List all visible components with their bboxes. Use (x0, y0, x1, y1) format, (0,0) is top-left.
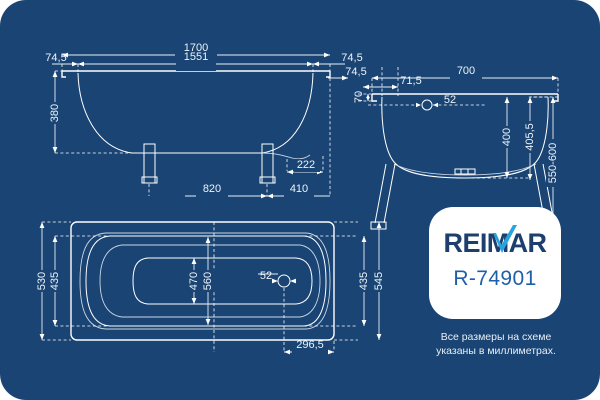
dim-inner-width-right: 435 (357, 236, 371, 326)
front-leg-left (374, 163, 396, 224)
dim-inner-width-left-label: 435 (49, 272, 61, 290)
dim-install-height-label: 550-600 (547, 143, 559, 183)
dim-inner-length-label: 1551 (184, 51, 208, 63)
brand-logo-card: REIMAR R-74901 (429, 207, 561, 319)
dim-front-rim-offset-label: 74,5 (345, 66, 366, 78)
dim-leg-span-left-label: 820 (203, 183, 221, 195)
side-leg-left (141, 143, 158, 184)
front-drain-grate-slots (460, 169, 469, 174)
dim-rim-left-offset: 74,5 (45, 52, 78, 67)
dim-bowl-depth-total-label: 405,5 (524, 123, 536, 151)
dim-outer-width-left-label: 530 (36, 272, 48, 290)
dim-bottom-width-label: 470 (188, 272, 200, 290)
side-rim-left-cap (61, 71, 66, 78)
dim-bowl-depth-total: 405,5 (523, 97, 537, 180)
dim-total-width: 700 (372, 65, 558, 85)
units-note-line1: Все размеры на схеме (440, 331, 552, 343)
units-note-line2: указаны в миллиметрах. (436, 345, 556, 357)
plan-outer-rect (70, 221, 335, 341)
dim-mid-width-label: 560 (202, 272, 214, 290)
dim-inner-width-offset: 71,5 (363, 75, 422, 90)
side-elevation-view: 1700 1551 74,5 74,5 (45, 42, 363, 203)
dim-total-length-label: 1700 (184, 42, 208, 54)
front-rim-left-cap (371, 94, 377, 102)
front-rim-right-cap (553, 94, 559, 102)
dim-rim-thickness-label: 70 (353, 91, 365, 103)
plan-bowl-floor-contour (132, 257, 313, 305)
dim-leg-span-right: 410 (267, 183, 330, 203)
dim-bowl-depth: 400 (500, 97, 514, 178)
dim-tub-depth: 380 (48, 71, 62, 153)
dim-rim-right-offset-label: 74,5 (341, 52, 362, 64)
brand-name: REIMAR (443, 228, 548, 258)
product-model-number: R-74901 (453, 267, 537, 290)
dim-leg-span-right-label: 410 (290, 183, 308, 195)
dim-bottom-width: 470 (187, 258, 201, 304)
dim-rim-thickness: 70 (353, 91, 370, 103)
dim-drain-center-offset-label: 296,5 (296, 339, 324, 351)
plan-rim-contour (79, 232, 331, 330)
side-leg-right (259, 143, 276, 184)
dim-outer-width-right: 545 (372, 222, 386, 340)
dim-drain-offset-label: 222 (297, 159, 315, 171)
front-elevation-view: 700 71,5 74,5 70 (328, 65, 560, 230)
dim-drain-diameter: 52 (258, 270, 296, 284)
dim-rim-left-offset-label: 74,5 (45, 52, 66, 64)
dim-overflow-diameter-label: 52 (444, 94, 456, 106)
dim-drain-center-offset: 296,5 (284, 339, 335, 359)
dim-outer-width-right-label: 545 (373, 272, 385, 290)
front-drain-grate (454, 168, 476, 175)
front-leg-left-foot (370, 221, 387, 230)
dim-leg-span-left: 820 (185, 183, 267, 203)
dim-inner-width-left: 435 (48, 236, 62, 326)
front-bowl-profile (381, 96, 549, 179)
dim-total-width-label: 700 (457, 65, 475, 77)
dim-bowl-depth-label: 400 (501, 128, 513, 146)
dim-inner-width-right-label: 435 (358, 272, 370, 290)
side-bowl-profile (77, 72, 314, 154)
dim-front-rim-offset: 74,5 (328, 66, 367, 81)
dim-mid-width: 560 (201, 237, 215, 325)
dim-rim-right-offset: 74,5 (313, 52, 363, 67)
front-bowl-inner-contour (393, 163, 537, 176)
plan-drain-hole (277, 274, 291, 288)
dim-inner-width-offset-label: 71,5 (400, 75, 421, 87)
plan-top-view: 530 435 470 (35, 221, 386, 359)
dim-overflow-diameter: 52 (416, 94, 456, 108)
brand-logo-wordmark: REIMAR (429, 225, 561, 258)
plan-bowl-mid-contour (99, 244, 321, 318)
units-note: Все размеры на схеме указаны в миллиметр… (410, 330, 582, 358)
dim-drain-diameter-label: 52 (260, 270, 272, 282)
dim-drain-offset: 222 (286, 156, 324, 175)
dim-tub-depth-label: 380 (49, 104, 61, 122)
dim-inner-length: 1551 (78, 51, 313, 71)
front-overflow-hole (421, 99, 433, 111)
dim-outer-width-left: 530 (35, 222, 49, 340)
side-rim-right-cap (326, 71, 331, 78)
